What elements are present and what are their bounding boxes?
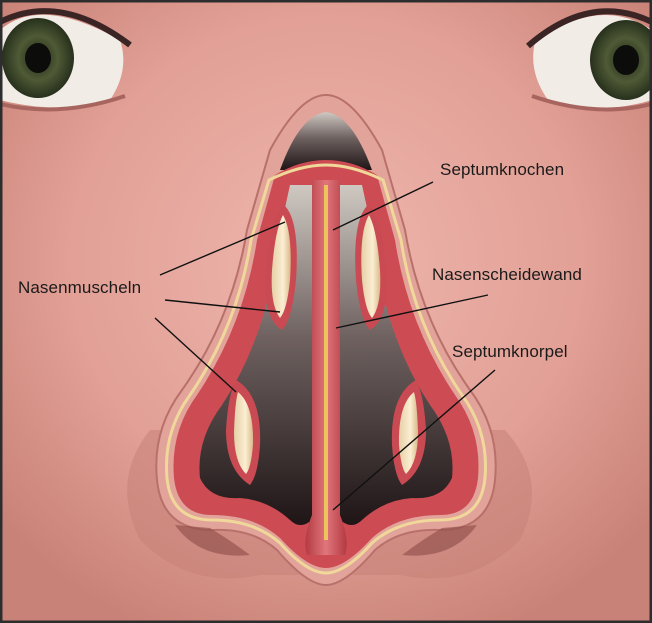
label-nasenmuscheln: Nasenmuscheln bbox=[18, 278, 141, 298]
septum-bone-cartilage-strip bbox=[324, 185, 328, 540]
label-septumknorpel: Septumknorpel bbox=[452, 342, 568, 362]
label-septumknochen: Septumknochen bbox=[440, 160, 564, 180]
label-nasenscheidewand: Nasenscheidewand bbox=[432, 265, 582, 285]
